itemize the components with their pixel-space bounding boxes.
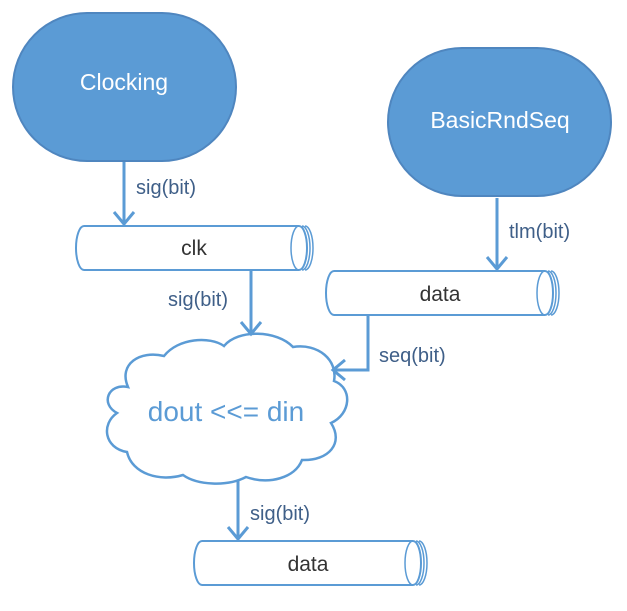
edge-label-data-to-cloud: seq(bit) [379, 345, 446, 367]
clocking-label: Clocking [80, 69, 168, 95]
data-input-label: data [420, 283, 461, 306]
data-output-cylinder: data [193, 540, 428, 586]
clk-cylinder: clk [75, 225, 314, 271]
edge-label-basic-to-data: tlm(bit) [509, 221, 570, 243]
clk-label: clk [181, 237, 207, 260]
cloud-node: dout <<= din [105, 332, 349, 485]
edge-label-cloud-to-data: sig(bit) [250, 503, 310, 525]
basic-rnd-seq-label: BasicRndSeq [430, 107, 569, 133]
edge-label-clocking-to-clk: sig(bit) [136, 177, 196, 199]
data-output-label: data [288, 553, 329, 576]
clocking-node: Clocking [12, 12, 237, 162]
edge-data-to-cloud [330, 316, 370, 382]
edge-clk-to-cloud [239, 270, 263, 337]
edge-label-clk-to-cloud: sig(bit) [168, 289, 228, 311]
basic-rnd-seq-node: BasicRndSeq [387, 47, 612, 197]
edge-clocking-to-clk [112, 162, 136, 227]
cloud-label: dout <<= din [148, 396, 304, 427]
edge-basic-rnd-seq-to-data [485, 198, 509, 272]
edge-cloud-to-data-output [226, 480, 250, 542]
data-input-cylinder: data [325, 270, 560, 316]
